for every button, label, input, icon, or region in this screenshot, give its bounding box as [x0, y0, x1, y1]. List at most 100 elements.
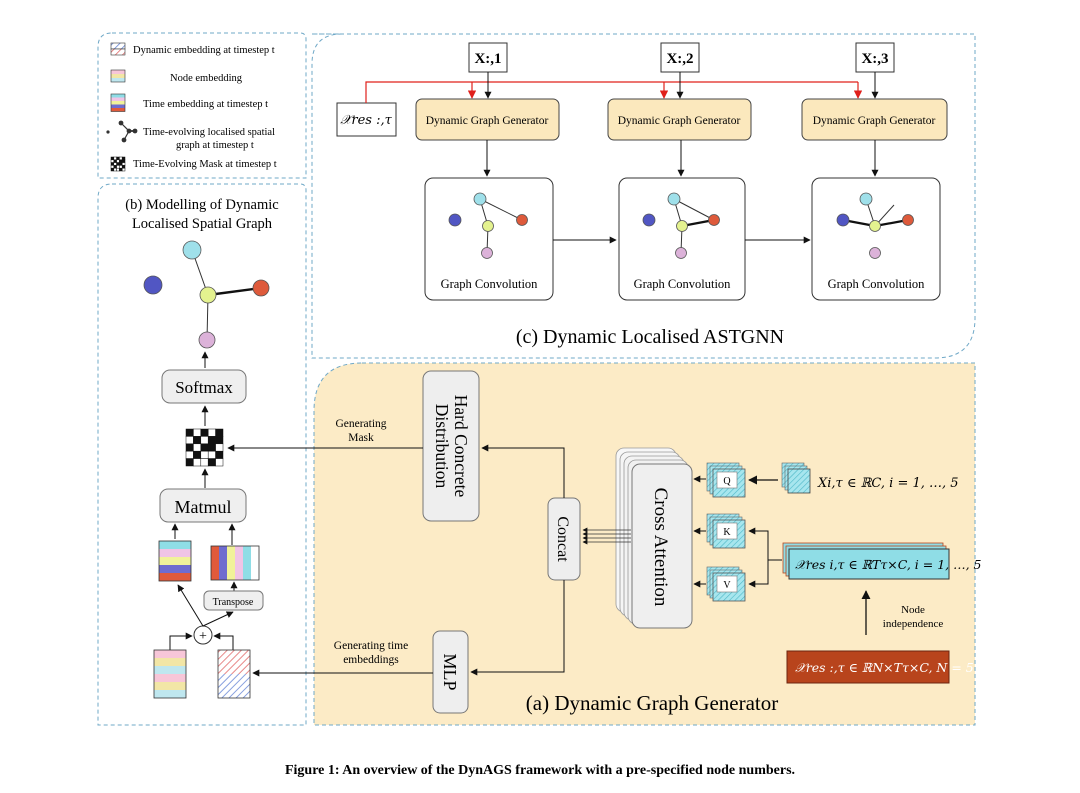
- legend-mask-icon: [110, 156, 126, 172]
- add-symbol: +: [199, 629, 207, 644]
- mask-cell: [119, 165, 123, 169]
- mask-cell: [207, 450, 216, 459]
- transpose-label: Transpose: [213, 597, 254, 608]
- dynamic-graph-generator-3-label: Dynamic Graph Generator: [813, 115, 936, 127]
- mask-cell: [185, 436, 194, 445]
- mask-cell: [193, 428, 202, 437]
- mask-cell: [207, 436, 216, 445]
- node-independence-label-1: Node: [901, 604, 925, 616]
- mask-cell: [119, 156, 123, 161]
- legend-time-embedding-label: Time embedding at timestep t: [143, 99, 268, 110]
- legend-dynamic-embedding-label: Dynamic embedding at timestep t: [133, 45, 275, 56]
- transpose-box: [203, 590, 264, 611]
- astgnn-column-1: X:,1 Dynamic Graph Generator Graph Convo…: [415, 42, 560, 301]
- query-input-stack: [781, 462, 811, 494]
- hard-concrete-label-1: Hard Concrete: [451, 395, 471, 498]
- mask-cell: [207, 443, 216, 452]
- node-blue: [143, 275, 163, 295]
- residual-input-label: 𝒳res :,τ: [340, 113, 392, 128]
- residual-node-label: 𝒳res i,τ ∈ ℝTτ×C, i = 1, …, 5: [795, 557, 982, 572]
- mask-cell: [110, 165, 115, 169]
- mask-cell: [185, 458, 194, 467]
- graph-conv-box-3: [811, 177, 941, 301]
- matmul-label: Matmul: [175, 497, 232, 517]
- mask-cell: [207, 458, 216, 467]
- mask-cell: [121, 165, 126, 169]
- mask-cell: [110, 159, 115, 163]
- residual-all-box: [786, 650, 950, 684]
- mask-cell: [116, 165, 120, 169]
- mlp-box: [432, 630, 469, 714]
- graph-conv-2-label: Graph Convolution: [634, 277, 732, 291]
- mask-cell: [200, 443, 209, 452]
- mask-cell: [200, 458, 209, 467]
- input-x1-label: X:,1: [474, 51, 501, 67]
- figure-caption: Figure 1: An overview of the DynAGS fram…: [285, 763, 795, 778]
- mask-cell: [121, 167, 126, 172]
- mask-cell: [185, 450, 194, 459]
- legend-time-embedding-swatch: [110, 93, 126, 112]
- mask-cell: [116, 159, 120, 163]
- input-x2-box: [660, 42, 700, 73]
- astgnn-column-3: X:,3 Dynamic Graph Generator Graph Convo…: [801, 42, 948, 301]
- mask-cell: [200, 436, 209, 445]
- node-yellow: [199, 286, 217, 304]
- q-stack: Q: [706, 462, 746, 498]
- mask-cell: [116, 167, 120, 172]
- graph-conv-3-label: Graph Convolution: [828, 277, 926, 291]
- generating-mask-label-2: Mask: [348, 432, 374, 444]
- k-label: K: [723, 527, 731, 538]
- mask-cell: [185, 443, 194, 452]
- mask-cell: [121, 159, 126, 163]
- legend-node-embedding-label: Node embedding: [170, 73, 243, 84]
- mask-cell: [185, 428, 194, 437]
- node-pink: [198, 331, 216, 349]
- mask-cell: [113, 156, 117, 161]
- panel-b-output-graph: [143, 240, 270, 349]
- mask-cell: [215, 428, 224, 437]
- mask-cell: [119, 162, 123, 166]
- mask-cell: [110, 162, 115, 166]
- mask-matrix: [185, 428, 224, 467]
- k-stack: K: [706, 513, 746, 549]
- q-label: Q: [723, 476, 731, 487]
- mask-cell: [113, 162, 117, 166]
- mask-cell: [215, 436, 224, 445]
- legend-mask-label: Time-Evolving Mask at timestep t: [133, 159, 277, 170]
- mask-cell: [110, 156, 115, 161]
- residual-all-label: 𝒳res :,τ ∈ ℝN×Tτ×C, N = 5: [795, 660, 974, 675]
- mask-cell: [121, 156, 126, 161]
- panel-b-title-1: (b) Modelling of Dynamic: [125, 197, 278, 213]
- generating-time-label-2: embeddings: [343, 654, 399, 666]
- mask-cell: [113, 167, 117, 172]
- legend-spatial-graph-label-1: Time-evolving localised spatial: [143, 127, 275, 138]
- v-label: V: [723, 580, 731, 591]
- mask-cell: [113, 159, 117, 163]
- graph-conv-box-1: [424, 177, 554, 301]
- residual-input-box: [336, 102, 397, 137]
- cross-attention-box: [631, 463, 693, 629]
- mask-cell: [110, 167, 115, 172]
- node-embedding-block: [153, 649, 187, 699]
- legend-panel: [97, 32, 307, 179]
- concat-label: Concat: [554, 516, 571, 562]
- mask-cell: [193, 443, 202, 452]
- legend-dynamic-embedding-swatch: [110, 42, 126, 56]
- input-x2-label: X:,2: [666, 51, 693, 67]
- cross-attention-label: Cross Attention: [650, 488, 671, 607]
- residual-node-stack: [782, 542, 950, 580]
- legend-spatial-graph-label-2: graph at timestep t: [176, 140, 254, 151]
- legend-node-embedding-swatch: [110, 69, 126, 83]
- graph-conv-1-label: Graph Convolution: [441, 277, 539, 291]
- input-x3-box: [855, 42, 895, 73]
- matmul-box: [159, 488, 247, 523]
- mask-cell: [119, 167, 123, 172]
- softmax-label: Softmax: [175, 378, 233, 397]
- dynamic-graph-generator-1-label: Dynamic Graph Generator: [426, 115, 549, 127]
- softmax-box: [161, 369, 247, 404]
- mask-cell: [116, 156, 120, 161]
- mlp-label: MLP: [440, 653, 460, 690]
- astgnn-column-2: X:,2 Dynamic Graph Generator Graph Convo…: [607, 42, 752, 301]
- node-red: [252, 279, 270, 297]
